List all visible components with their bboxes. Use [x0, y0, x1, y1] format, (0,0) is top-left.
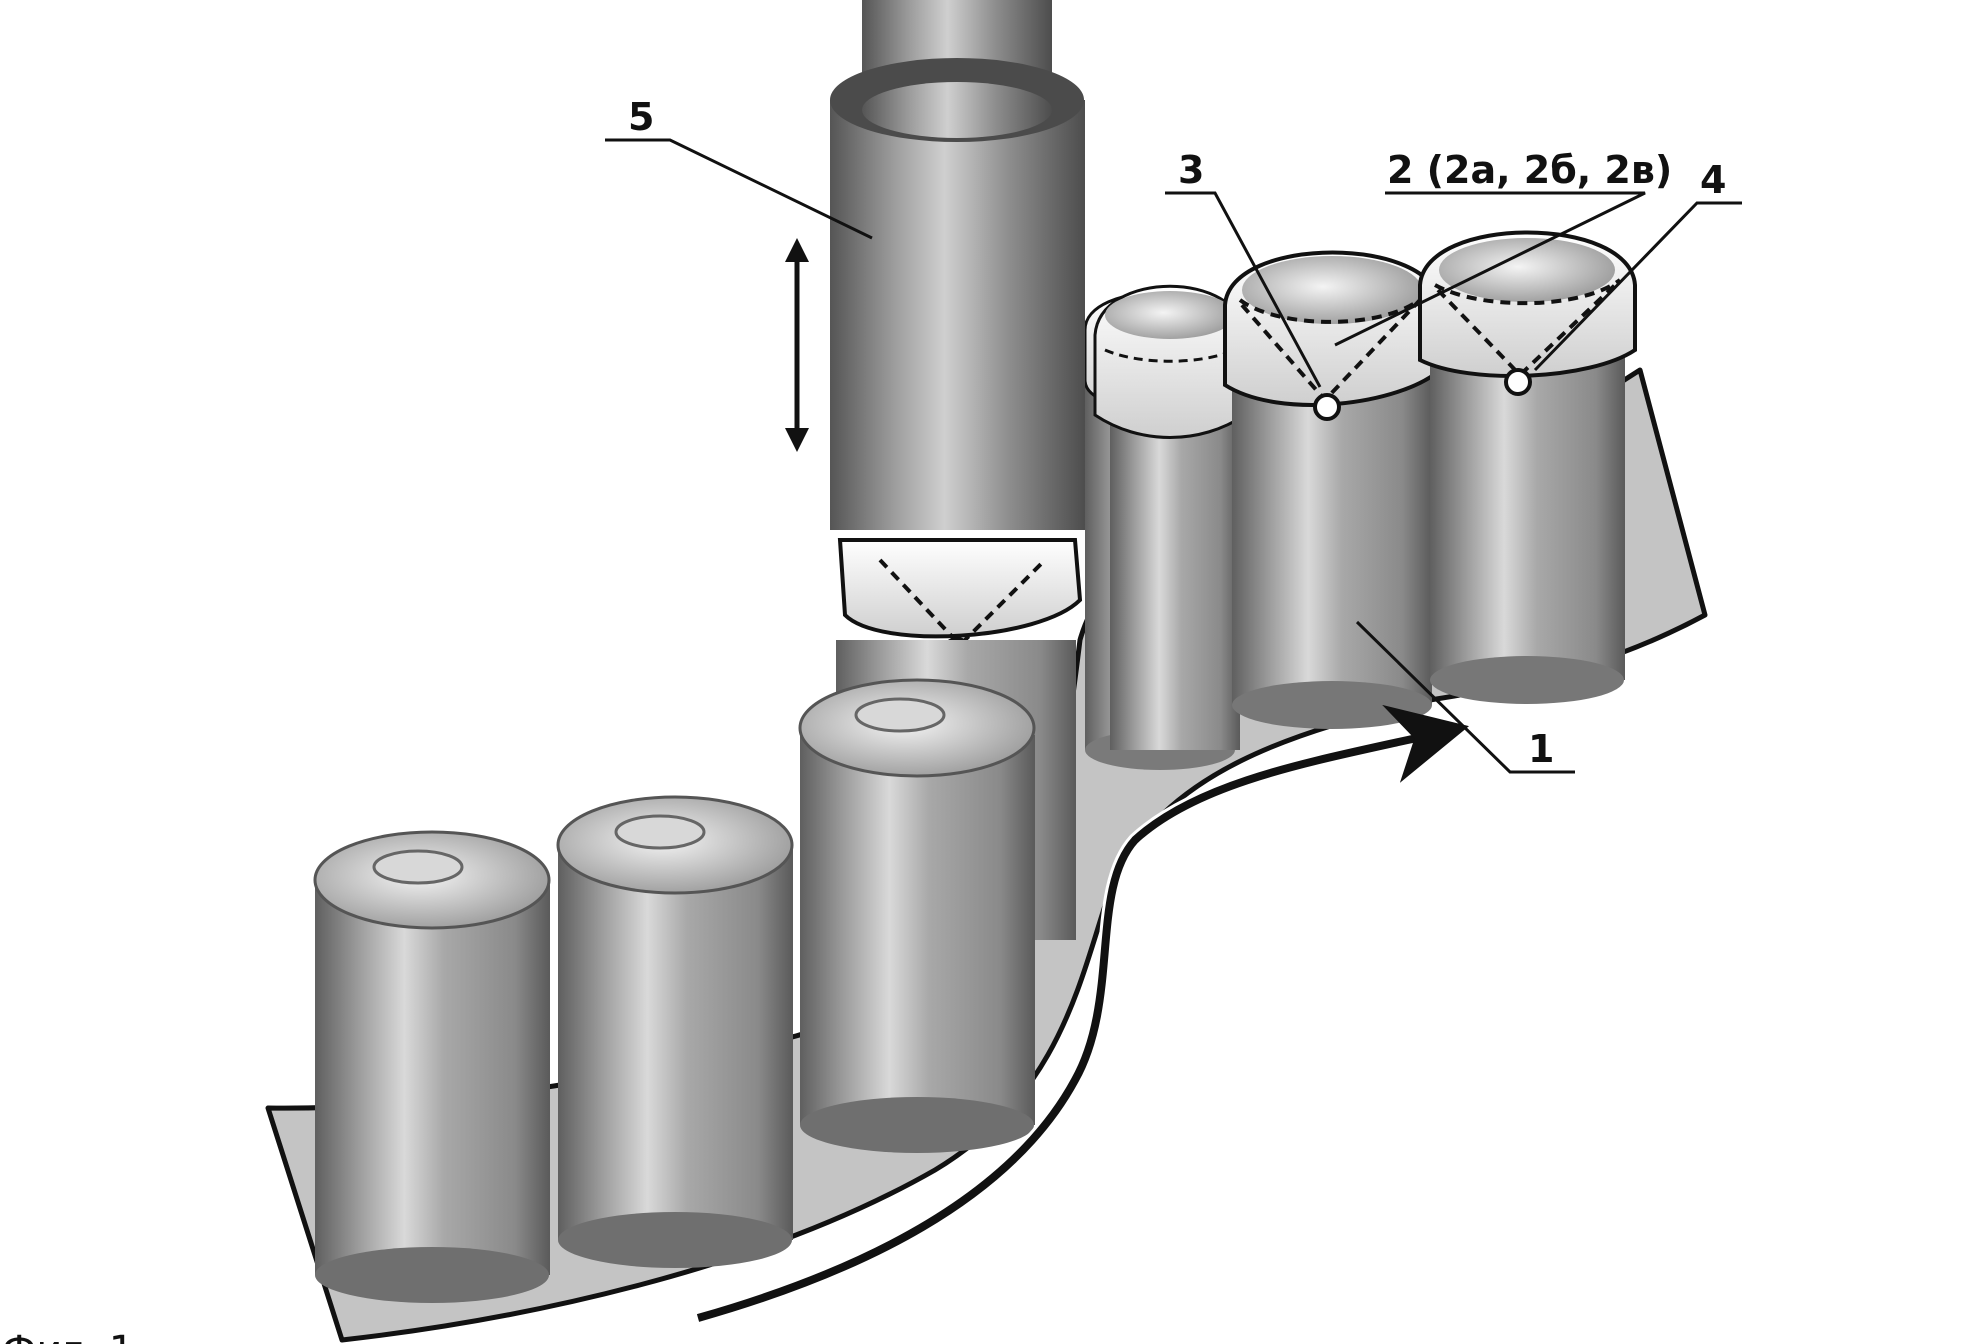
can-open-2 [556, 795, 794, 1268]
callout-2: 2 (2a, 2б, 2в) [1387, 148, 1672, 192]
front-can-row [313, 678, 1036, 1303]
can-capped-c [1223, 250, 1442, 729]
callout-3: 3 [1178, 148, 1204, 192]
leader-4 [1533, 201, 1742, 372]
callout-leaders [605, 138, 1742, 774]
can-capped-b [1093, 284, 1247, 750]
vertical-motion-arrow [785, 238, 809, 452]
figure-caption: Фиг. 1 [2, 1328, 134, 1344]
can-capped-d [1418, 230, 1637, 704]
leader-3 [1165, 191, 1322, 388]
callout-4: 4 [1700, 158, 1726, 202]
can-open-1 [798, 678, 1036, 1153]
can-open-3 [313, 830, 551, 1303]
conveyor-direction-arrow [696, 704, 1470, 1325]
back-can-row [1083, 230, 1637, 770]
leader-2 [1334, 191, 1646, 347]
callout-1: 1 [1528, 727, 1554, 771]
applicator-tube [830, 0, 1085, 667]
leader-5 [605, 138, 873, 240]
leader-1 [1355, 620, 1575, 774]
callout-labels: 5 3 2 (2a, 2б, 2в) 4 1 [628, 95, 1726, 771]
callout-5: 5 [628, 95, 654, 139]
